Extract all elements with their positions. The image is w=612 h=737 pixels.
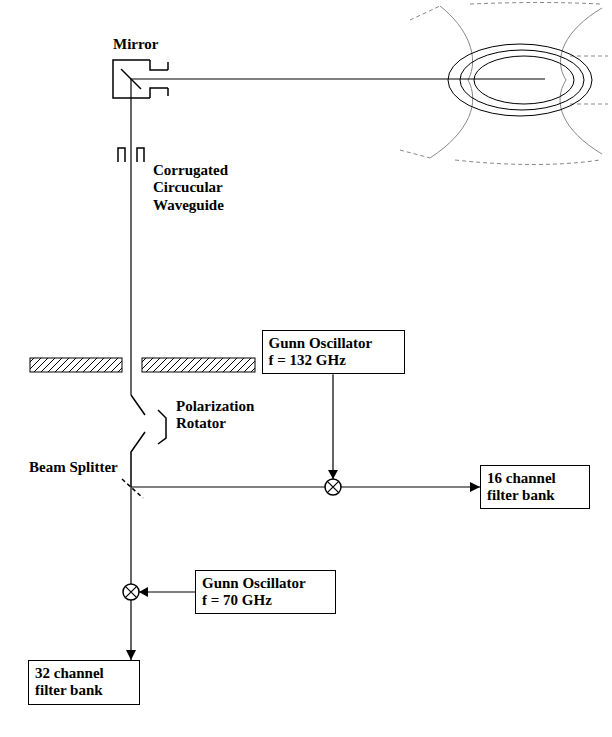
flux-surface: [448, 44, 592, 116]
waveguide-flange: [118, 148, 144, 162]
vessel-outline: [400, 6, 440, 158]
box-text: f = 132 GHz: [269, 352, 398, 369]
plasma-surfaces: [448, 44, 592, 116]
signal-arrow: [131, 592, 195, 660]
mixer-circle: [123, 584, 139, 600]
part-label: Beam Splitter: [28, 459, 119, 476]
box-text: 16 channel filter bank: [487, 470, 583, 505]
filter-bank-box: 32 channel filter bank: [28, 660, 140, 705]
arrowhead: [328, 470, 338, 479]
flux-surface: [460, 50, 584, 110]
part-label: Mirror: [112, 36, 160, 53]
box-text: 32 channel filter bank: [35, 665, 133, 700]
vessel-outline: [430, 6, 473, 158]
vessel-outline: [560, 8, 602, 154]
filter-bank-box: 16 channel filter bank: [480, 465, 590, 510]
arrowhead: [139, 587, 148, 597]
wall: [142, 358, 255, 372]
beam-splitter: [122, 479, 143, 498]
mixer-circle: [325, 479, 341, 495]
box-text: f = 70 GHz: [202, 592, 329, 609]
mixer-symbol: [123, 584, 148, 600]
mixer-symbol: [325, 470, 341, 495]
vessel-outline: [455, 160, 600, 165]
vessel-outline: [570, 56, 608, 104]
flux-surface: [474, 56, 574, 104]
signal-line: [131, 486, 325, 487]
box-text: Gunn Oscillator: [269, 335, 398, 352]
sight-line: [131, 78, 545, 79]
part-label: Polarization Rotator: [175, 398, 281, 433]
oscillator-box: Gunn Oscillatorf = 132 GHz: [262, 330, 405, 375]
mixer-cross: [327, 481, 338, 492]
signal-arrow: [333, 374, 480, 487]
mixer-cross: [125, 586, 136, 597]
polarization-rotator: [131, 395, 166, 487]
part-label: Corrugated Circucular Waveguide: [152, 162, 250, 214]
box-text: Gunn Oscillator: [202, 575, 329, 592]
tokamak-vessel: [400, 3, 608, 165]
wall: [30, 358, 122, 372]
vessel-outline: [470, 3, 600, 5]
waveguide-line: [130, 79, 131, 395]
oscillator-box: Gunn Oscillatorf = 70 GHz: [195, 570, 336, 615]
signal-line: [130, 487, 131, 584]
